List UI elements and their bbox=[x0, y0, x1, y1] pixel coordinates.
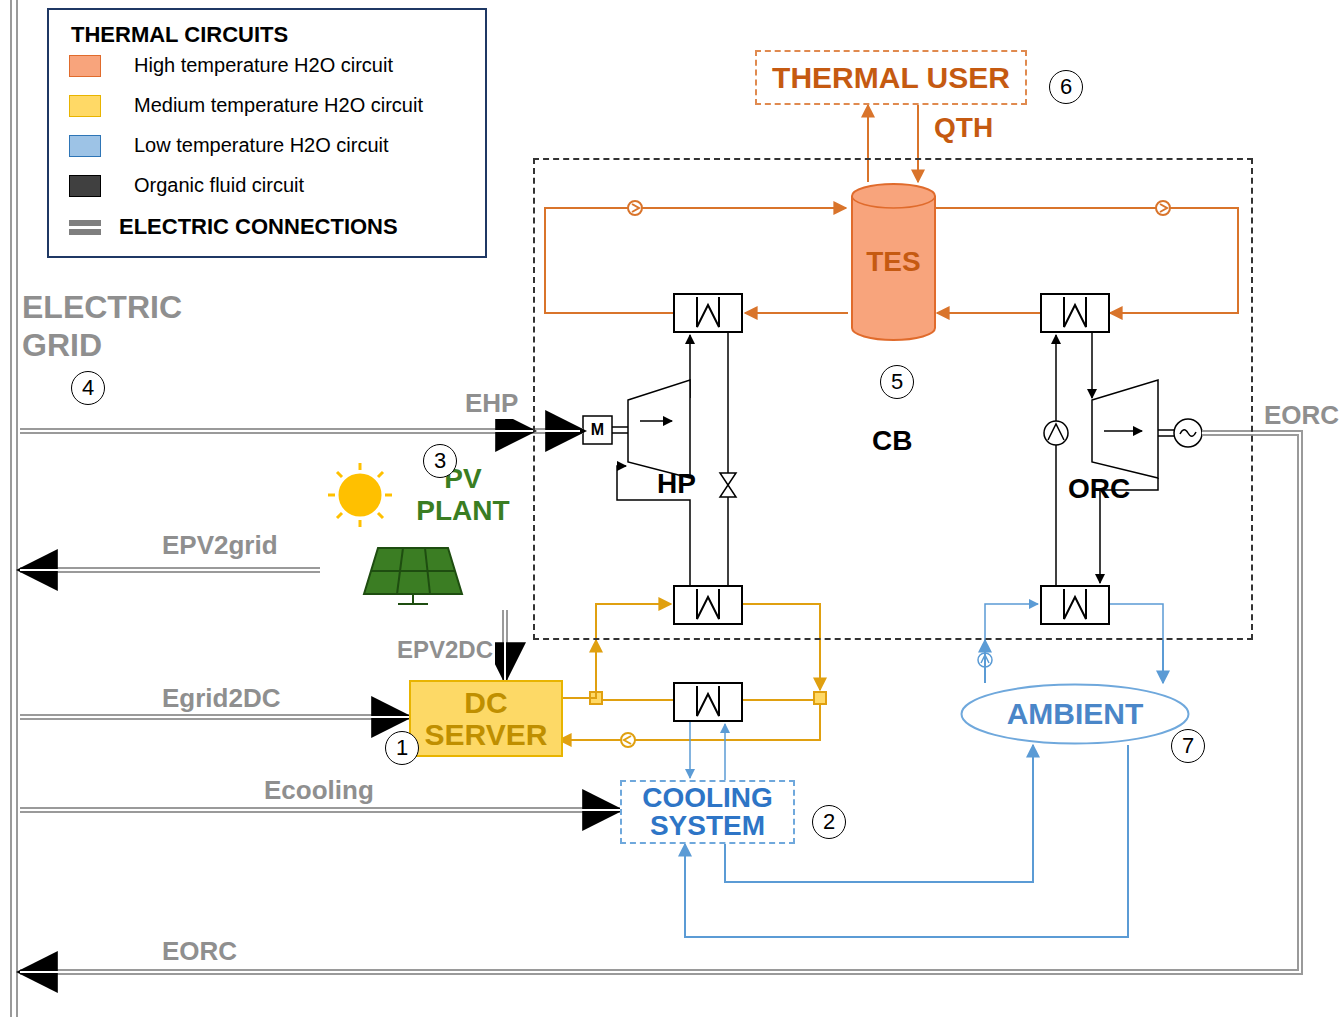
motor-symbol: M bbox=[583, 416, 612, 444]
water-pipe bbox=[985, 640, 986, 683]
legend-text: Medium temperature H2O circuit bbox=[134, 94, 423, 117]
electric-connection bbox=[20, 810, 620, 811]
node-text: CB bbox=[872, 425, 912, 457]
callout-number: 7 bbox=[1171, 729, 1205, 763]
water-pipe bbox=[1163, 640, 1164, 683]
thermal-user-box: THERMAL USER bbox=[755, 50, 1027, 105]
electric-grid-bus: ELECTRIC GRID bbox=[8, 0, 20, 1017]
medium-temp-loop bbox=[559, 604, 826, 747]
electric-connection bbox=[20, 570, 320, 571]
electric-connection bbox=[505, 610, 506, 680]
callout-number: 3 bbox=[423, 444, 457, 478]
water-pipe bbox=[868, 105, 869, 182]
legend-line-sample bbox=[68, 217, 102, 239]
node-text: THERMAL USER bbox=[772, 61, 1010, 95]
callout-number: 6 bbox=[1049, 70, 1083, 104]
sun-icon bbox=[328, 463, 392, 527]
cb-boundary: CB TES bbox=[533, 158, 1253, 640]
electric-connection bbox=[20, 717, 409, 718]
cooling-system-box: COOLING SYSTEM bbox=[620, 780, 795, 844]
edge-label: EHP bbox=[463, 388, 520, 419]
pv-panel bbox=[364, 548, 462, 604]
legend-text: ELECTRIC CONNECTIONS bbox=[119, 214, 398, 240]
edge-label: EORC bbox=[160, 936, 239, 967]
legend-text: High temperature H2O circuit bbox=[134, 54, 393, 77]
legend-box: THERMAL CIRCUITS High temperature H2O cir… bbox=[47, 8, 487, 258]
orc-cycle bbox=[1044, 333, 1202, 585]
tes-tank: TES bbox=[850, 182, 937, 342]
edge-label: Ecooling bbox=[262, 775, 376, 806]
ambient-ellipse: AMBIENT bbox=[960, 683, 1190, 745]
dc-server-box: DC SERVER bbox=[409, 680, 563, 757]
edge-label: EPV2DC bbox=[395, 636, 495, 664]
node-text: ELECTRIC GRID bbox=[22, 288, 187, 365]
cycle-name: HP bbox=[657, 468, 696, 500]
callout-number: 1 bbox=[385, 731, 419, 765]
cycle-name: ORC bbox=[1068, 473, 1130, 505]
legend-swatch bbox=[69, 175, 101, 197]
node-text: DC SERVER bbox=[411, 687, 561, 750]
legend-swatch bbox=[69, 95, 101, 117]
pv-plant: PV PLANT bbox=[320, 455, 515, 610]
water-pipe bbox=[918, 105, 919, 182]
water-pipe bbox=[563, 640, 596, 698]
edge-label: EPV2grid bbox=[160, 530, 280, 561]
edge-label: Egrid2DC bbox=[160, 683, 282, 714]
callout-number: 4 bbox=[71, 371, 105, 405]
legend-text: Organic fluid circuit bbox=[134, 174, 304, 197]
legend-text: Low temperature H2O circuit bbox=[134, 134, 389, 157]
edge-label: QTH bbox=[932, 112, 995, 144]
callout-number: 5 bbox=[880, 365, 914, 399]
electric-connection bbox=[20, 431, 533, 432]
energy-flow-label: EORC bbox=[1264, 400, 1339, 431]
node-text: AMBIENT bbox=[1007, 697, 1144, 731]
electric-connection bbox=[20, 433, 1300, 972]
grid-bus bbox=[11, 0, 17, 1017]
node-text: TES bbox=[866, 246, 920, 278]
heat-pump-cycle bbox=[583, 333, 736, 585]
legend-swatch bbox=[69, 55, 101, 77]
legend-swatch bbox=[69, 135, 101, 157]
legend-heading: THERMAL CIRCUITS bbox=[71, 22, 288, 48]
callout-number: 2 bbox=[812, 805, 846, 839]
node-text: COOLING SYSTEM bbox=[622, 784, 793, 840]
